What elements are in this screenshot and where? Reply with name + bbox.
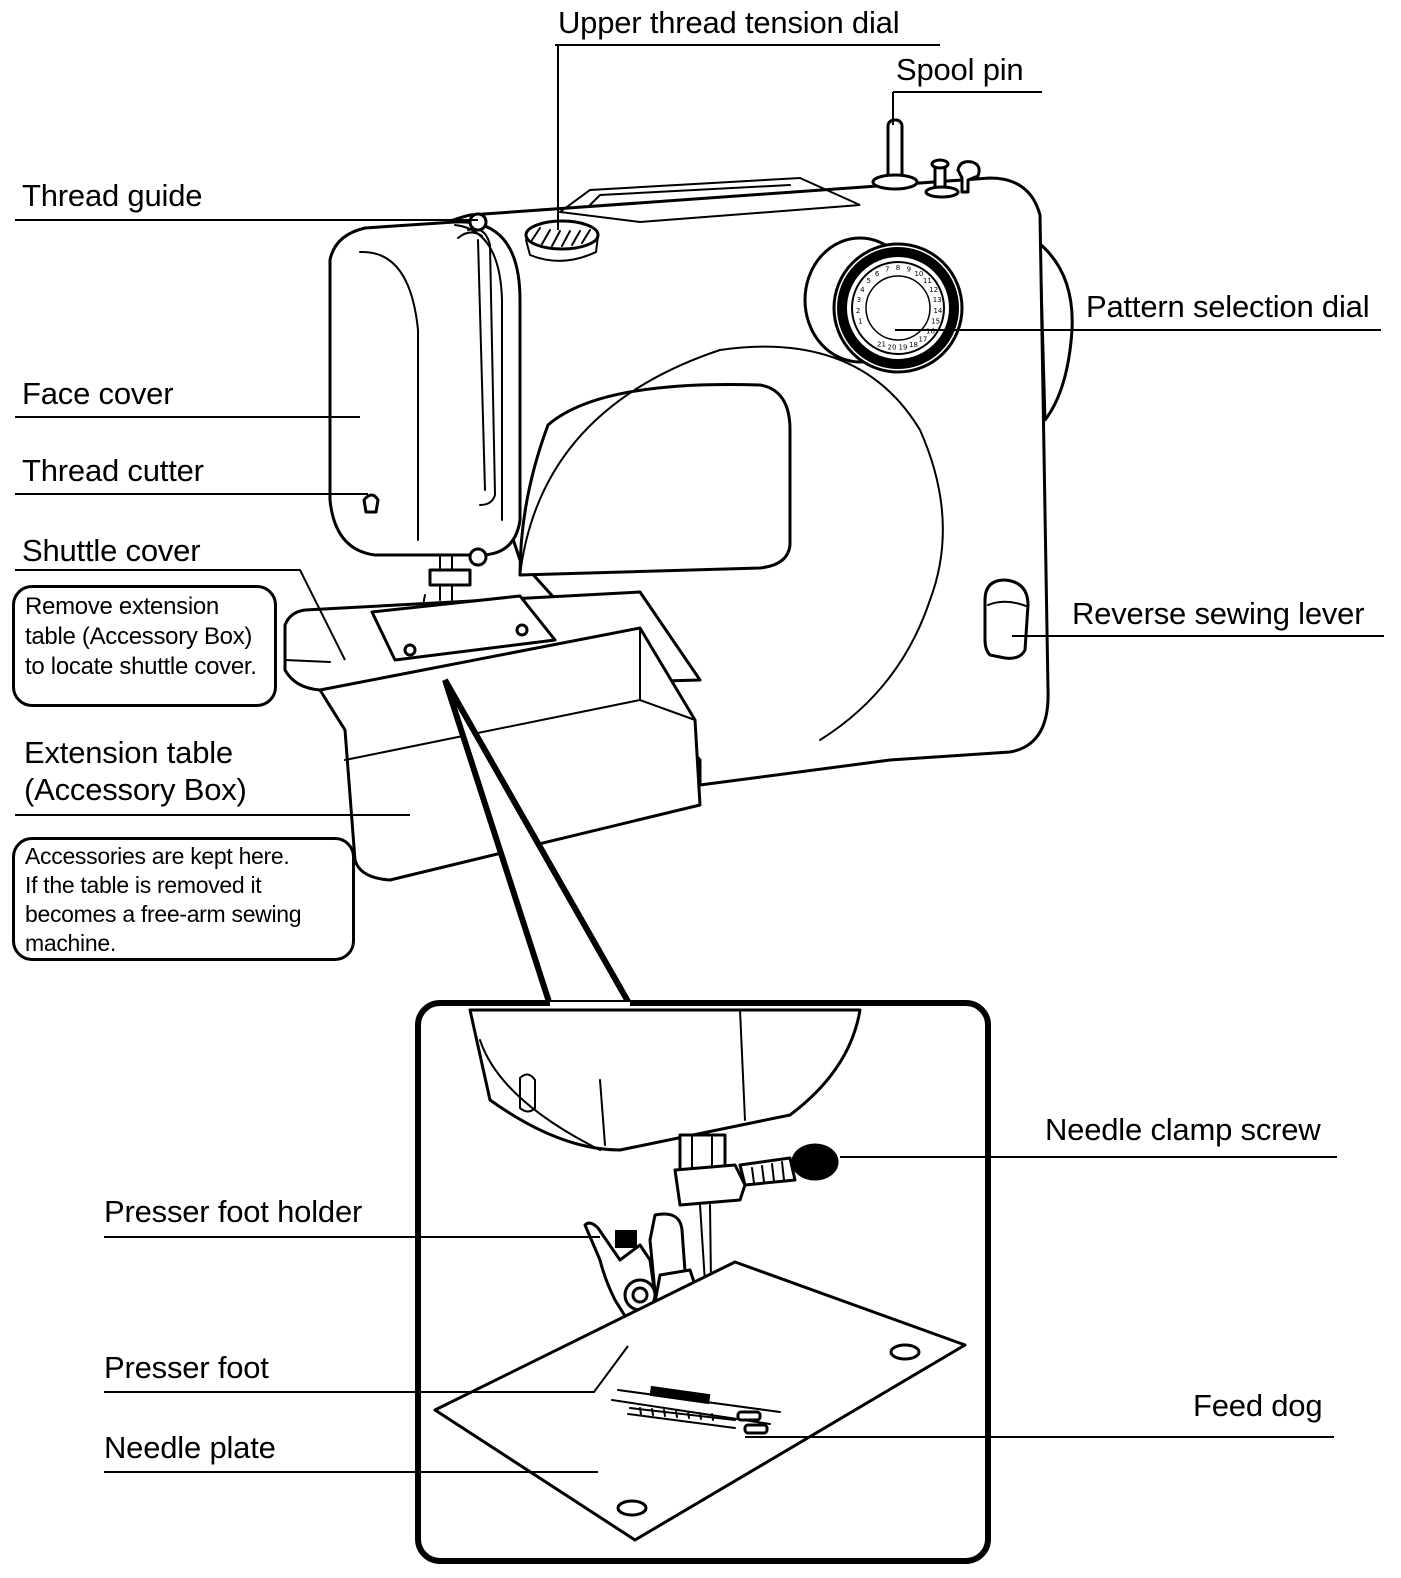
thread-guide	[468, 212, 488, 232]
thread-cutter	[362, 493, 380, 514]
dial-number: 7	[885, 266, 889, 274]
dial-number: 21	[877, 341, 886, 349]
dial-number: 13	[933, 296, 942, 304]
dial-number: 11	[923, 277, 932, 285]
leader-lines	[15, 44, 1384, 1473]
label-presser-foot-holder: Presser foot holder	[104, 1194, 363, 1229]
dial-number: 6	[875, 270, 880, 278]
label-feed-dog: Feed dog	[1193, 1388, 1323, 1423]
label-thread-guide: Thread guide	[22, 178, 203, 213]
needle-clamp-screw-knob	[791, 1143, 839, 1181]
dial-number: 3	[857, 296, 861, 304]
dial-number: 17	[918, 335, 927, 343]
accessory-note-line: machine.	[25, 930, 116, 956]
dial-number: 2	[856, 307, 860, 315]
label-thread-cutter: Thread cutter	[22, 453, 204, 488]
label-spool-pin: Spool pin	[896, 52, 1024, 87]
dial-number: 19	[899, 344, 908, 352]
label-reverse-sewing-lever: Reverse sewing lever	[1072, 596, 1365, 631]
dial-number: 10	[914, 270, 923, 278]
label-pattern-selection-dial: Pattern selection dial	[1086, 289, 1370, 324]
shuttle-cover-note: Remove extension table (Accessory Box) t…	[12, 585, 277, 707]
label-extension-table: Extension table (Accessory Box)	[24, 734, 247, 808]
accessory-note-line: Accessories are kept here.	[25, 843, 290, 869]
label-extension-table-line1: Extension table	[24, 735, 233, 770]
face-cover	[328, 220, 522, 557]
dial-number: 12	[929, 286, 938, 294]
extension-table	[318, 626, 702, 882]
accessory-note-line: becomes a free-arm sewing	[25, 901, 302, 927]
dial-number: 9	[907, 266, 911, 274]
dial-number: 5	[866, 277, 870, 285]
dial-number: 8	[896, 264, 900, 272]
needle-plate-small	[370, 594, 557, 662]
dial-number: 18	[909, 341, 918, 349]
dial-number: 1	[858, 318, 862, 326]
dial-number: 16	[926, 327, 935, 335]
label-upper-thread-tension-dial: Upper thread tension dial	[558, 5, 900, 40]
label-needle-clamp-screw: Needle clamp screw	[1045, 1112, 1321, 1147]
label-shuttle-cover: Shuttle cover	[22, 533, 201, 568]
dial-number: 20	[888, 344, 897, 352]
label-face-cover: Face cover	[22, 376, 174, 411]
pattern-dial-ring	[837, 247, 959, 369]
accessory-note: Accessories are kept here. If the table …	[12, 837, 355, 961]
shuttle-note-line: to locate shuttle cover.	[25, 653, 257, 680]
accessory-note-line: If the table is removed it	[25, 872, 262, 898]
shuttle-note-line: table (Accessory Box)	[25, 623, 253, 650]
spool-pin	[886, 118, 904, 184]
dial-number: 14	[933, 307, 942, 315]
inset-detail	[415, 1000, 991, 1564]
label-needle-plate: Needle plate	[104, 1430, 276, 1465]
dial-number: 15	[931, 318, 940, 326]
dial-number: 4	[860, 286, 865, 294]
shuttle-note-line: Remove extension	[25, 593, 219, 620]
label-presser-foot: Presser foot	[104, 1350, 269, 1385]
reverse-lever	[983, 578, 1030, 660]
label-extension-table-line2: (Accessory Box)	[24, 772, 247, 807]
